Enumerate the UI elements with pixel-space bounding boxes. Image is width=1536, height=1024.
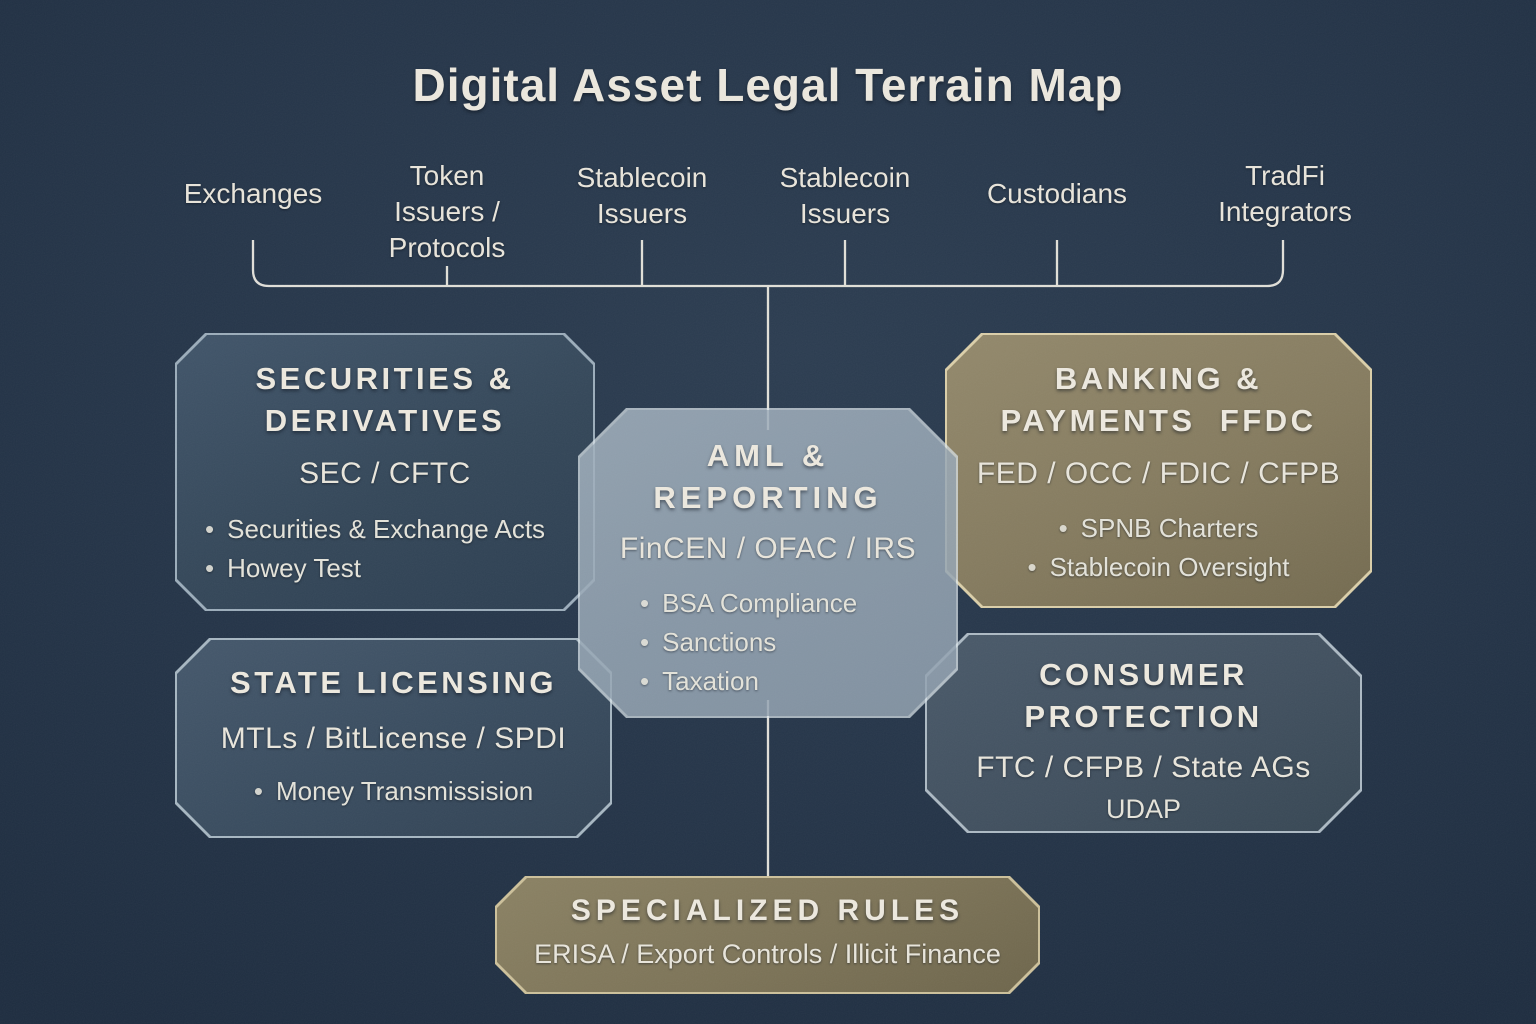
banking-title: BANKING & PAYMENTS FFDC — [1000, 361, 1317, 438]
bullet-dot: • — [205, 553, 215, 583]
state-licensing-bullet-list: • Money Transmissision — [254, 772, 533, 811]
box-state-licensing: STATE LICENSING MTLs / BitLicense / SPDI… — [175, 638, 612, 838]
box-consumer-protection: CONSUMER PROTECTION FTC / CFPB / State A… — [925, 633, 1362, 833]
label-tradfi-integrators: TradFi Integrators — [1218, 160, 1352, 227]
page-title: Digital Asset Legal Terrain Map — [412, 59, 1124, 111]
bullet-item: • Taxation — [640, 662, 857, 701]
consumer-protection-title: CONSUMER PROTECTION — [1024, 657, 1263, 734]
bullet-text: Howey Test — [227, 553, 362, 583]
label-stablecoin-issuers-1: Stablecoin Issuers — [576, 162, 708, 229]
banking-agencies: FED / OCC / FDIC / CFPB — [976, 457, 1341, 490]
bullet-dot: • — [1058, 513, 1068, 543]
bullet-dot: • — [1027, 552, 1037, 582]
bullet-dot: • — [205, 514, 215, 544]
bullet-dot: • — [253, 776, 263, 806]
box-banking-payments: BANKING & PAYMENTS FFDC FED / OCC / FDIC… — [945, 333, 1372, 608]
bullet-text: BSA Compliance — [662, 588, 858, 618]
bullet-item: • Money Transmissision — [254, 772, 533, 811]
bullet-item: • Stablecoin Oversight — [1027, 548, 1289, 587]
label-exchanges: Exchanges — [183, 178, 323, 209]
banking-bullet-list: • SPNB Charters • Stablecoin Oversight — [1027, 509, 1289, 587]
box-aml-reporting: AML & REPORTING FinCEN / OFAC / IRS • BSA… — [578, 408, 958, 718]
securities-bullet-list: • Securities & Exchange Acts • Howey Test — [175, 510, 545, 588]
label-token-issuers-protocols: Token Issuers / Protocols — [388, 160, 506, 263]
bullet-dot: • — [640, 588, 650, 618]
label-stablecoin-issuers-2: Stablecoin Issuers — [779, 162, 911, 229]
specialized-rules-title: SPECIALIZED RULES — [570, 894, 965, 927]
aml-title: AML & REPORTING — [653, 438, 883, 515]
state-licensing-title: STATE LICENSING — [230, 665, 557, 700]
bullet-item: • Securities & Exchange Acts — [205, 510, 545, 549]
aml-agencies: FinCEN / OFAC / IRS — [619, 532, 917, 565]
bullet-text: Sanctions — [662, 627, 777, 657]
label-custodians: Custodians — [986, 178, 1128, 209]
bullet-item: • BSA Compliance — [640, 584, 857, 623]
bullet-item: • Sanctions — [640, 623, 857, 662]
securities-title: SECURITIES & DERIVATIVES — [255, 361, 515, 438]
consumer-protection-agencies: FTC / CFPB / State AGs — [976, 751, 1311, 784]
bullet-item: • SPNB Charters — [1027, 509, 1289, 548]
bullet-text: Money Transmissision — [275, 776, 534, 806]
securities-agencies: SEC / CFTC — [299, 457, 471, 490]
consumer-protection-note: UDAP — [1105, 794, 1181, 824]
bullet-text: SPNB Charters — [1080, 513, 1259, 543]
bullet-dot: • — [640, 666, 650, 696]
bullet-dot: • — [640, 627, 650, 657]
specialized-rules-agencies: ERISA / Export Controls / Illicit Financ… — [534, 939, 1001, 969]
box-securities-derivatives: SECURITIES & DERIVATIVES SEC / CFTC • Sec… — [175, 333, 595, 611]
aml-bullet-list: • BSA Compliance • Sanctions • Taxation — [578, 584, 857, 701]
bullet-text: Taxation — [662, 666, 759, 696]
bullet-text: Stablecoin Oversight — [1049, 552, 1290, 582]
state-licensing-agencies: MTLs / BitLicense / SPDI — [220, 722, 567, 755]
box-specialized-rules: SPECIALIZED RULES ERISA / Export Control… — [495, 876, 1040, 994]
bullet-item: • Howey Test — [205, 549, 545, 588]
bullet-text: Securities & Exchange Acts — [227, 514, 546, 544]
